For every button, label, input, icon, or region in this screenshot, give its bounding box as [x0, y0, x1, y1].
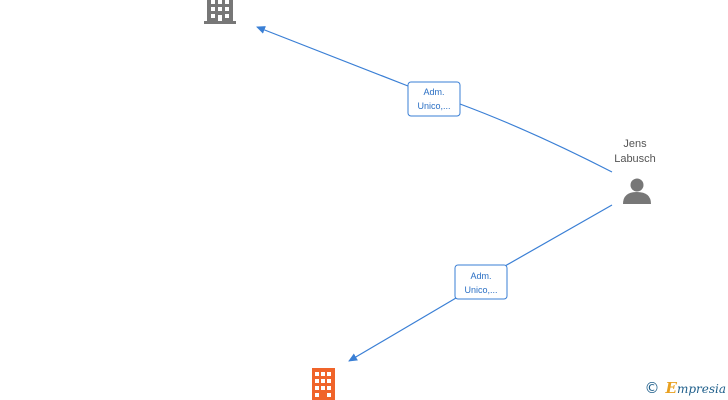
- edge-label-line1: Adm.: [423, 87, 444, 97]
- empresia-watermark: © Empresia: [645, 379, 727, 397]
- building-icon: [204, 0, 236, 24]
- person-node[interactable]: Jens Labusch: [614, 138, 656, 204]
- edge-label-line1: Adm.: [470, 271, 491, 281]
- edge-line: [257, 27, 613, 173]
- edge-person-to-top-company: Adm. Unico,...: [257, 27, 613, 173]
- edge-label[interactable]: Adm. Unico,...: [407, 81, 461, 117]
- copyright-icon: ©: [644, 379, 660, 397]
- person-icon: [623, 178, 651, 204]
- company-node-bottom[interactable]: [312, 368, 335, 400]
- company-node-top[interactable]: [204, 0, 236, 24]
- edge-person-to-bottom-company: Adm. Unico,...: [349, 204, 613, 361]
- edge-label-line2: Unico,...: [417, 101, 450, 111]
- person-name-line1: Jens: [623, 138, 647, 150]
- person-name-line2: Labusch: [614, 153, 656, 165]
- brand-rest: mpresia: [676, 382, 726, 396]
- brand-logo: Empresia: [666, 379, 727, 397]
- edge-label-line2: Unico,...: [464, 285, 497, 295]
- edge-label-box: [407, 81, 461, 117]
- building-icon: [312, 368, 335, 400]
- edge-label-box: [454, 264, 508, 300]
- edge-label[interactable]: Adm. Unico,...: [454, 264, 508, 300]
- edge-line: [349, 204, 613, 361]
- brand-initial: E: [665, 379, 677, 397]
